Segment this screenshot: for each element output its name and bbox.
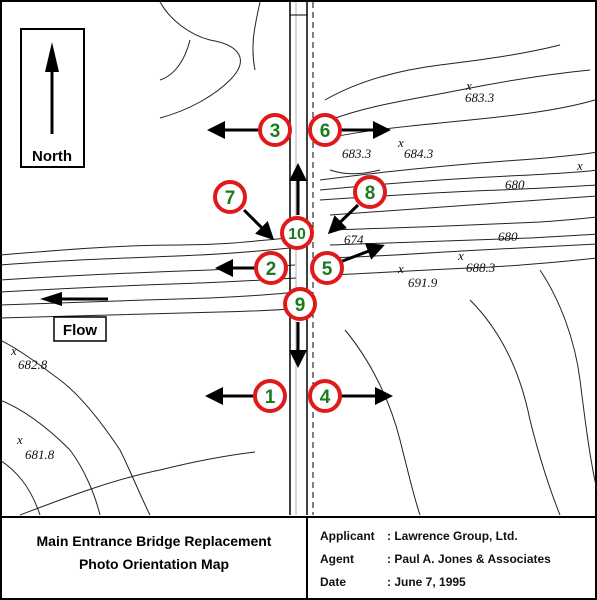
marker-8[interactable]: 8 <box>353 175 387 209</box>
agent-value: : Paul A. Jones & Associates <box>387 552 551 566</box>
flow-label: Flow <box>63 322 97 339</box>
date-value: : June 7, 1995 <box>387 575 466 589</box>
elev-mark-3: x <box>397 135 404 150</box>
elevation-labels: 683.3 x 683.3 684.3 x 680 680 674 691.9 … <box>10 78 583 462</box>
elev-mark-9: x <box>10 343 17 358</box>
marker-10[interactable]: 10 <box>280 216 314 250</box>
elev-2: 683.3 <box>342 146 372 161</box>
road <box>289 2 314 515</box>
elev-mark-10: x <box>16 432 23 447</box>
marker-8-label: 8 <box>365 183 376 204</box>
elev-7: 691.9 <box>408 275 438 290</box>
marker-6[interactable]: 6 <box>308 113 342 147</box>
marker-5[interactable]: 5 <box>310 251 344 285</box>
marker-1-label: 1 <box>265 387 276 408</box>
elev-3: 684.3 <box>404 146 434 161</box>
title-line-2: Photo Orientation Map <box>79 556 229 572</box>
elev-9: 682.8 <box>18 357 48 372</box>
marker-9-label: 9 <box>295 295 306 316</box>
date-key: Date <box>320 575 346 589</box>
photo-direction-arrows <box>205 121 393 405</box>
elev-1: 683.3 <box>465 90 495 105</box>
marker-3[interactable]: 3 <box>258 113 292 147</box>
elev-4: 680 <box>505 177 525 192</box>
marker-1[interactable]: 1 <box>253 379 287 413</box>
photo-markers: 1 2 3 4 5 6 7 8 <box>213 113 387 413</box>
marker-2[interactable]: 2 <box>254 251 288 285</box>
marker-7-label: 7 <box>225 188 236 209</box>
applicant-key: Applicant <box>320 529 375 543</box>
marker-4[interactable]: 4 <box>308 379 342 413</box>
elev-mark-8: x <box>457 248 464 263</box>
marker-3-label: 3 <box>270 121 281 142</box>
marker-4-label: 4 <box>320 387 331 408</box>
marker-6-label: 6 <box>320 121 331 142</box>
title-line-1: Main Entrance Bridge Replacement <box>37 533 272 549</box>
marker-10-label: 10 <box>288 226 306 243</box>
applicant-value: : Lawrence Group, Ltd. <box>387 529 518 543</box>
elev-5: 680 <box>498 229 518 244</box>
marker-5-label: 5 <box>322 259 333 280</box>
elev-6: 674 <box>344 232 364 247</box>
marker-2-label: 2 <box>266 259 277 280</box>
marker-7[interactable]: 7 <box>213 180 247 214</box>
elev-8: 688.3 <box>466 260 496 275</box>
north-label: North <box>32 148 72 165</box>
title-block: Main Entrance Bridge Replacement Photo O… <box>1 516 596 599</box>
elev-mark-right: x <box>576 158 583 173</box>
elev-10: 681.8 <box>25 447 55 462</box>
elev-mark-1: x <box>465 78 472 93</box>
elev-mark-7: x <box>397 261 404 276</box>
north-arrow: North <box>20 28 85 168</box>
flow-indicator: Flow <box>40 292 108 342</box>
marker-9[interactable]: 9 <box>283 287 317 321</box>
agent-key: Agent <box>320 552 354 566</box>
